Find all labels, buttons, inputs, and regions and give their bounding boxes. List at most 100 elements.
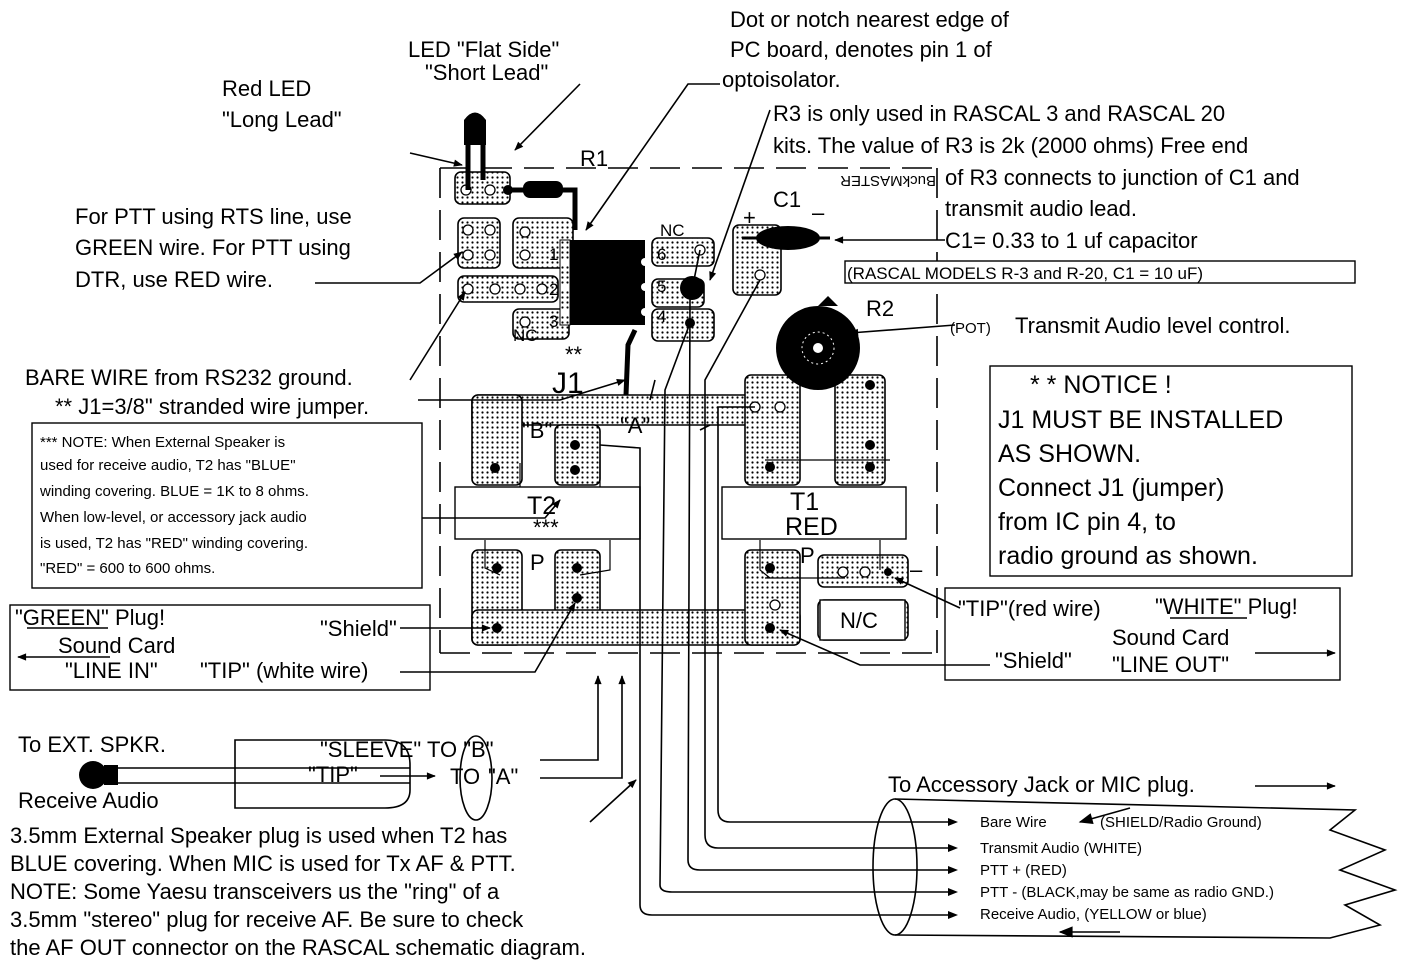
white-plug-line-out: "LINE OUT" (1112, 652, 1229, 677)
notice-line2: AS SHOWN. (998, 440, 1141, 468)
notice-text: * * NOTICE ! J1 MUST BE INSTALLED AS SHO… (998, 371, 1283, 570)
a-label: "A" (620, 413, 650, 438)
cable-text: To Accessory Jack or MIC plug. Bare Wire… (888, 772, 1274, 923)
t2-note-line4: When low-level, or accessory jack audio (40, 509, 307, 526)
cable-bare-wire: Bare Wire (980, 814, 1047, 831)
cable-ptt-minus: PTT - (BLACK,may be same as radio GND.) (980, 884, 1274, 901)
transformer-t2 (454, 486, 641, 540)
pin2-label: 2 (549, 280, 558, 299)
white-plug-shield: "Shield" (995, 648, 1072, 673)
dot-notch-line3: optoisolator. (722, 67, 841, 92)
c1-models-label: (RASCAL MODELS R-3 and R-20, C1 = 10 uF) (847, 264, 1203, 283)
transformer-t1 (721, 486, 907, 540)
notice-line3: Connect J1 (jumper) (998, 474, 1224, 502)
speaker-text: "SLEEVE" TO "B" To EXT. SPKR. "TIP" TO "… (18, 732, 518, 813)
green-plug-tip: "TIP" (white wire) (200, 658, 368, 683)
pin1-label: 1 (549, 245, 558, 264)
pc-board-outline (439, 167, 940, 654)
white-plug-text: "TIP"(red wire) "WHITE" Plug! Sound Card… (958, 594, 1298, 677)
nc-box (819, 599, 906, 641)
plug-note-line1: 3.5mm External Speaker plug is used when… (10, 823, 507, 848)
green-plug-line-in: "LINE IN" (65, 658, 158, 683)
notice-box (989, 365, 1353, 577)
pad-holes (460, 184, 871, 611)
r3-note-line4: transmit audio lead. (945, 196, 1137, 221)
pin3-label: 3 (549, 312, 558, 331)
t2-note-line1: *** NOTE: When External Speaker is (40, 434, 285, 451)
wire-arrowheads (948, 807, 1131, 938)
led-long-lead-label: "Long Lead" (222, 107, 342, 132)
capacitor-c1 (742, 226, 830, 250)
notice-line4: from IC pin 4, to (998, 508, 1176, 536)
ptt-note-line1: For PTT using RTS line, use (75, 204, 352, 229)
r3-note-line3: of R3 connects to junction of C1 and (945, 165, 1300, 190)
green-plug-text: "GREEN" Plug! Sound Card "LINE IN" "TIP"… (15, 605, 397, 683)
speaker-to-label: TO (450, 764, 480, 789)
t2-name-label: T2 (527, 492, 556, 520)
t2-note-text: *** NOTE: When External Speaker is used … (39, 434, 309, 577)
pin5-label: 5 (657, 277, 666, 296)
speaker-plug (79, 735, 493, 821)
receive-audio-label: Receive Audio (18, 788, 159, 813)
t2-p-label: P (530, 550, 545, 575)
labels: LED "Flat Side" "Short Lead" Red LED "Lo… (25, 7, 1300, 633)
pot-desc-label: Transmit Audio level control. (1015, 313, 1291, 338)
sleeve-label: "SLEEVE" TO "B" (320, 737, 494, 762)
cable-bare-desc: (SHIELD/Radio Ground) (1100, 814, 1262, 831)
j1-label: J1 (552, 367, 584, 400)
t2-note-line2: used for receive audio, T2 has "BLUE" (40, 457, 296, 474)
cable-transmit-audio: Transmit Audio (WHITE) (980, 840, 1142, 857)
green-plug-shield: "Shield" (320, 616, 397, 641)
r1-label: R1 (580, 146, 608, 171)
white-plug-box (944, 587, 1341, 681)
white-plug-sound-card: Sound Card (1112, 625, 1229, 650)
brand-mirrored-label: BuckMASTER (840, 172, 936, 189)
ptt-note-line3: DTR, use RED wire. (75, 267, 273, 292)
c1-label: C1 (773, 187, 801, 212)
t2-note-line6: "RED" = 600 to 600 ohms. (40, 560, 215, 577)
cable-ptt-plus: PTT + (RED) (980, 862, 1067, 879)
t2-stars-label: *** (533, 515, 559, 540)
r2-label: R2 (866, 296, 894, 321)
plug-note-line4: 3.5mm "stereo" plug for receive AF. Be s… (10, 907, 524, 932)
led-short-lead-label: "Short Lead" (425, 60, 548, 85)
green-plug-box (9, 604, 431, 691)
red-led (464, 112, 486, 190)
t1-p-label: P (800, 543, 815, 568)
optoisolator-ic (559, 239, 649, 326)
green-plug-title: "GREEN" Plug! (15, 605, 165, 630)
dot-notch-line2: PC board, denotes pin 1 of (730, 37, 993, 62)
ptt-note-line2: GREEN wire. For PTT using (75, 235, 351, 260)
green-plug-sound-card: Sound Card (58, 633, 175, 658)
j1-stars-label: ** (565, 342, 583, 367)
solder-points (490, 185, 892, 633)
b-label: "B" (522, 418, 552, 443)
t2-note-box (31, 422, 423, 589)
c1-plus-label: + (743, 205, 756, 230)
speaker-tip-label: "TIP" (308, 762, 358, 787)
j1-note-label: ** J1=3/8" stranded wire jumper. (55, 394, 369, 419)
leader-lines (17, 83, 1336, 823)
t2-note-line5: is used, T2 has "RED" winding covering. (40, 535, 308, 552)
r3-note-line1: R3 is only used in RASCAL 3 and RASCAL 2… (773, 101, 1225, 126)
plug-note-line2: BLUE covering. When MIC is used for Tx A… (10, 851, 516, 876)
notice-title: * * NOTICE ! (1030, 371, 1172, 399)
nc-bottom-label: NC (513, 326, 538, 345)
cable-receive-audio: Receive Audio, (YELLOW or blue) (980, 906, 1207, 923)
c1-spec-label: C1= 0.33 to 1 uf capacitor (945, 228, 1198, 253)
c1-models-box (844, 260, 1356, 284)
t1-name-label: T1 (790, 488, 819, 516)
t2-note-line3: winding covering. BLUE = 1K to 8 ohms. (39, 483, 309, 500)
bare-wire-label: BARE WIRE from RS232 ground. (25, 365, 353, 390)
notice-line5: radio ground as shown. (998, 542, 1258, 570)
speaker-a-label: "A" (488, 764, 518, 789)
nc-box-label: N/C (840, 608, 878, 633)
t1-color-label: RED (785, 513, 838, 541)
plug-note-text: 3.5mm External Speaker plug is used when… (10, 823, 586, 960)
plug-note-line5: the AF OUT connector on the RASCAL schem… (10, 935, 586, 960)
jumper-j1 (623, 328, 638, 396)
white-plug-tip: "TIP"(red wire) (958, 596, 1101, 621)
pot-tag-label: (POT) (950, 320, 991, 337)
notice-line1: J1 MUST BE INSTALLED (998, 406, 1283, 434)
